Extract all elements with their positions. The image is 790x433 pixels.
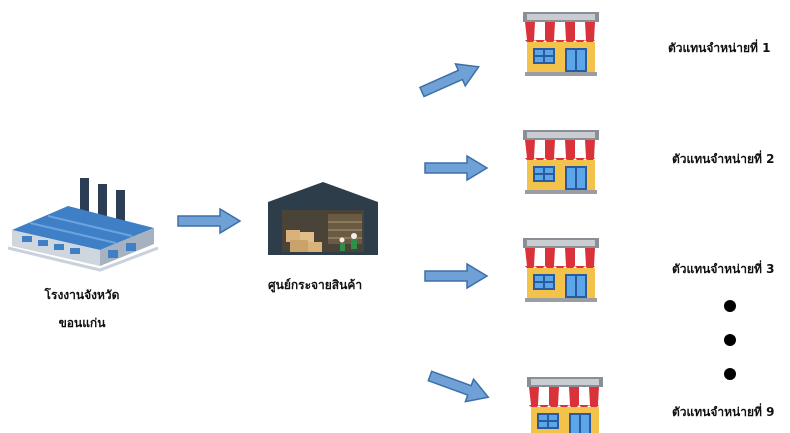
flow-arrow-to-dealer-9 <box>425 363 494 410</box>
factory-icon <box>7 178 159 272</box>
factory-label-line1: โรงงานจังหวัด <box>44 288 120 302</box>
dealer-label-9: ตัวแทนจำหน่ายที่ 9 <box>672 405 775 419</box>
flow-arrow-to-dealer-1 <box>416 55 485 104</box>
shop-icon-1 <box>521 12 601 76</box>
shop-icon-2 <box>521 130 601 194</box>
dealer-label-1: ตัวแทนจำหน่ายที่ 1 <box>668 41 771 55</box>
dealer-label-3: ตัวแทนจำหน่ายที่ 3 <box>672 262 775 276</box>
warehouse-label: ศูนย์กระจายสินค้า <box>268 278 363 292</box>
dealer-label-2: ตัวแทนจำหน่ายที่ 2 <box>672 152 775 166</box>
ellipsis-dot-1 <box>724 300 736 312</box>
shop-icon-3 <box>521 238 601 302</box>
factory-label-line2: ขอนแก่น <box>58 316 106 330</box>
ellipsis-dot-3 <box>724 368 736 380</box>
ellipsis-dot-2 <box>724 334 736 346</box>
shop-icon-9 <box>525 377 605 433</box>
flow-arrow-to-dealer-2 <box>424 155 488 181</box>
flow-arrow-to-dealer-3 <box>424 263 488 289</box>
warehouse-icon <box>268 182 378 255</box>
flow-arrow-factory-to-warehouse <box>177 208 241 234</box>
